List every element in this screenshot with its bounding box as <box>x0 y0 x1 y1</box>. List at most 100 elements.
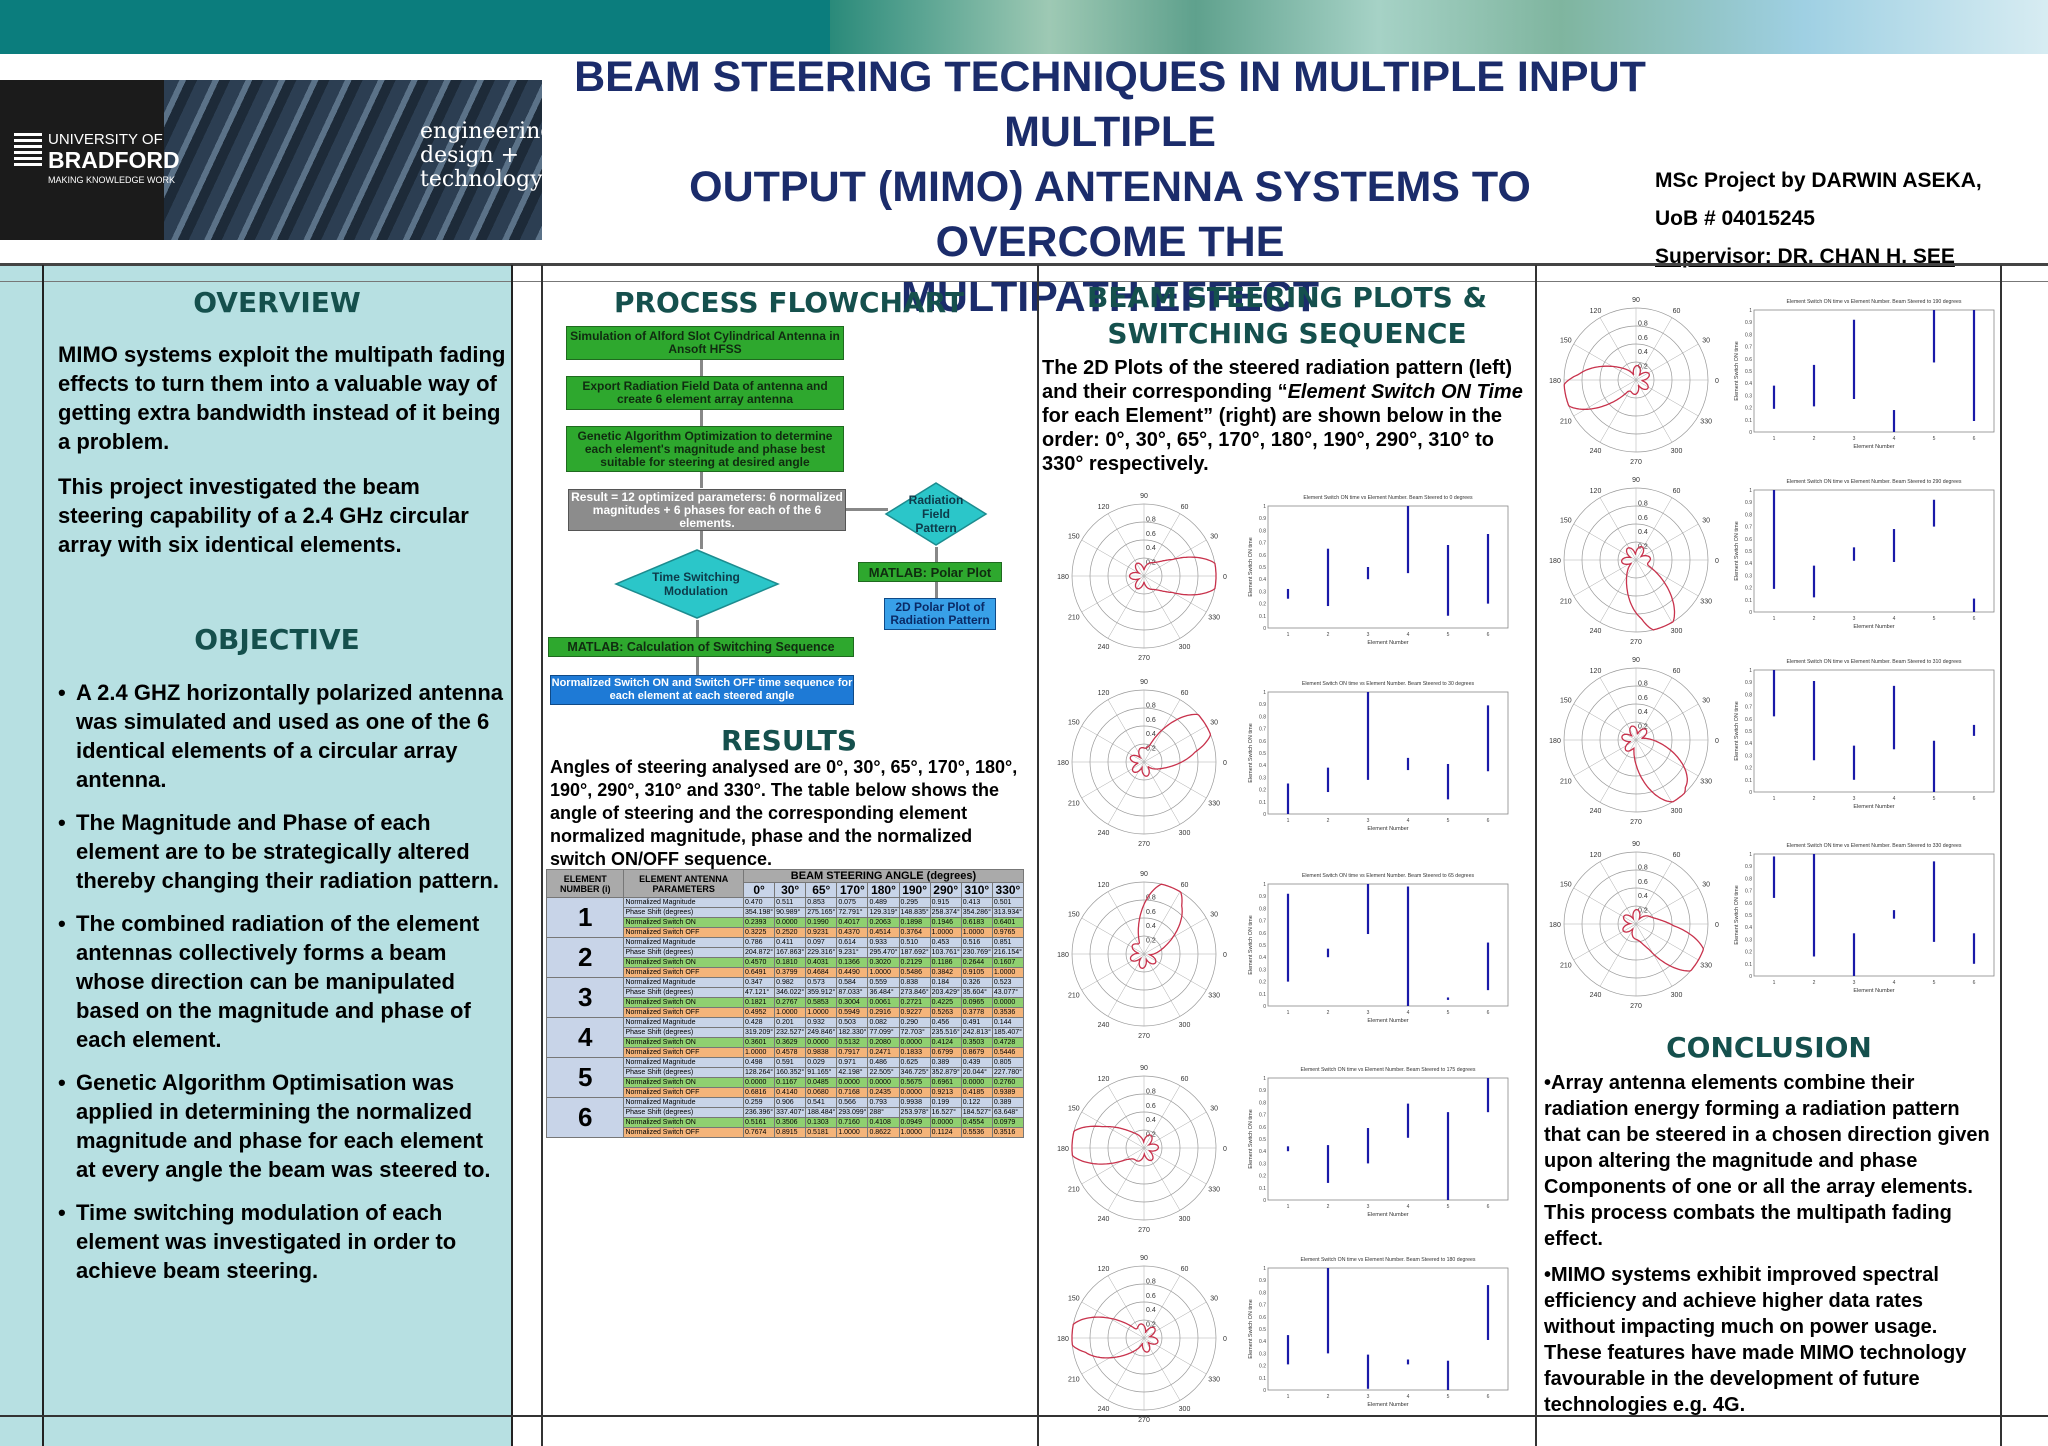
polar-angle-label: 90 <box>1632 657 1640 664</box>
polar-grid-spoke <box>1143 1147 1181 1211</box>
y-tick-label: 0.7 <box>1745 525 1752 531</box>
y-tick-label: 1 <box>1263 1266 1266 1272</box>
table-cell: 0.2767 <box>774 997 807 1008</box>
polar-grid-spoke <box>1599 861 1637 925</box>
table-cell: 0.2471 <box>867 1047 900 1058</box>
y-tick-label: 0.7 <box>1259 541 1266 547</box>
overview-heading: OVERVIEW <box>193 286 361 319</box>
table-cell: 216.154° <box>991 947 1025 958</box>
polar-grid-spoke <box>1107 761 1145 825</box>
polar-grid-spoke <box>1107 953 1145 1017</box>
divider <box>1535 265 1537 1446</box>
table-cell: 354.198° <box>742 907 776 918</box>
objective-heading: OBJECTIVE <box>194 623 360 656</box>
plot-title: Element Switch ON time vs Element Number… <box>1303 495 1473 501</box>
table-cell: 0.201 <box>774 1017 807 1028</box>
flowchart-step-1: Simulation of Alford Slot Cylindrical An… <box>566 326 844 360</box>
polar-angle-label: 150 <box>1068 912 1080 919</box>
y-tick-label: 0.7 <box>1259 1113 1266 1119</box>
table-cell: 0.411 <box>774 937 807 948</box>
polar-angle-label: 210 <box>1068 1377 1080 1384</box>
polar-angle-label: 0 <box>1223 952 1227 959</box>
polar-radius-label: 0.4 <box>1146 545 1156 552</box>
matlab-polar-plot-step: MATLAB: Polar Plot <box>858 562 1002 582</box>
polar-angle-label: 0 <box>1715 378 1719 385</box>
table-cell: 0.4554 <box>960 1117 993 1128</box>
table-cell: 36.484° <box>867 987 900 998</box>
y-tick-label: 0.4 <box>1745 741 1752 747</box>
polar-plot-output: 2D Polar Plot of Radiation Pattern <box>884 598 996 630</box>
table-angle-cell: 190° <box>898 882 931 898</box>
plot-frame <box>1753 853 1995 977</box>
table-cell: 0.5263 <box>929 1007 962 1018</box>
y-tick-label: 0.7 <box>1259 919 1266 925</box>
y-tick-label: 0.3 <box>1259 1351 1266 1357</box>
switch-sequence-plot: Element Switch ON time vs Element Number… <box>1248 873 1509 1024</box>
table-angle-cell: 30° <box>774 882 807 898</box>
polar-grid-spoke <box>1107 513 1145 577</box>
x-tick-label: 5 <box>1933 796 1936 802</box>
y-tick-label: 0.4 <box>1259 955 1266 961</box>
divider <box>541 265 543 1446</box>
y-tick-label: 0.6 <box>1259 931 1266 937</box>
table-cell: 0.625 <box>898 1057 931 1068</box>
y-tick-label: 0 <box>1263 1388 1266 1394</box>
polar-angle-label: 180 <box>1549 378 1561 385</box>
y-tick-label: 0.1 <box>1745 962 1752 968</box>
polar-angle-label: 240 <box>1098 1216 1110 1223</box>
y-tick-label: 0.2 <box>1745 766 1752 772</box>
table-cell: 1.0000 <box>836 1127 869 1138</box>
polar-grid-spoke <box>1635 559 1699 597</box>
polar-angle-label: 210 <box>1560 963 1572 970</box>
table-cell: 0.2916 <box>867 1007 900 1018</box>
x-tick-label: 1 <box>1773 796 1776 802</box>
polar-radius-label: 0.2 <box>1638 364 1648 371</box>
polar-radius-label: 0.2 <box>1146 938 1156 945</box>
param-label: Normalized Magnitude <box>623 1017 744 1028</box>
y-tick-label: 0.1 <box>1259 992 1266 998</box>
table-cell: 0.932 <box>805 1017 838 1028</box>
y-tick-label: 0.2 <box>1259 980 1266 986</box>
x-axis-label: Element Number <box>1367 1018 1408 1024</box>
table-cell: 319.209° <box>742 1027 776 1038</box>
table-cell: 0.6401 <box>991 917 1025 928</box>
table-cell: 0.2644 <box>960 957 993 968</box>
overview-paragraph: MIMO systems exploit the multipath fadin… <box>58 342 506 454</box>
table-cell: 0.1821 <box>742 997 776 1008</box>
x-tick-label: 6 <box>1973 980 1976 986</box>
x-tick-label: 2 <box>1327 818 1330 824</box>
x-tick-label: 1 <box>1773 616 1776 622</box>
y-tick-label: 0.4 <box>1259 763 1266 769</box>
x-tick-label: 2 <box>1327 1010 1330 1016</box>
polar-angle-label: 330 <box>1700 419 1712 426</box>
y-tick-label: 0.1 <box>1259 1186 1266 1192</box>
polar-angle-label: 180 <box>1549 922 1561 929</box>
x-tick-label: 4 <box>1893 796 1896 802</box>
y-tick-label: 0.4 <box>1745 561 1752 567</box>
polar-angle-label: 90 <box>1140 871 1148 878</box>
switch-sequence-plot: Element Switch ON time vs Element Number… <box>1734 843 1995 994</box>
polar-angle-label: 90 <box>1140 1065 1148 1072</box>
table-cell: 0.4124 <box>929 1037 962 1048</box>
table-cell: 167.863° <box>774 947 807 958</box>
x-tick-label: 5 <box>1447 818 1450 824</box>
polar-angle-label: 330 <box>1208 801 1220 808</box>
polar-grid-spoke <box>1143 1085 1181 1149</box>
plots-intro-italic: Element Switch ON Time <box>1287 381 1523 403</box>
table-cell: 0.2721 <box>898 997 931 1008</box>
plot-title: Element Switch ON time vs Element Number… <box>1786 299 1961 305</box>
plot-frame <box>1267 505 1509 629</box>
table-cell: 295.470° <box>867 947 900 958</box>
table-cell: 0.9213 <box>929 1087 962 1098</box>
polar-angle-label: 300 <box>1671 808 1683 815</box>
table-cell: 0.4952 <box>742 1007 776 1018</box>
y-tick-label: 0.1 <box>1259 1376 1266 1382</box>
polar-angle-label: 30 <box>1210 912 1218 919</box>
table-cell: 0.9105 <box>960 967 993 978</box>
divider <box>42 265 44 1446</box>
table-cell: 20.044° <box>960 1067 993 1078</box>
element-number: 4 <box>545 1017 625 1058</box>
element-number: 6 <box>545 1097 625 1138</box>
table-cell: 0.3503 <box>960 1037 993 1048</box>
